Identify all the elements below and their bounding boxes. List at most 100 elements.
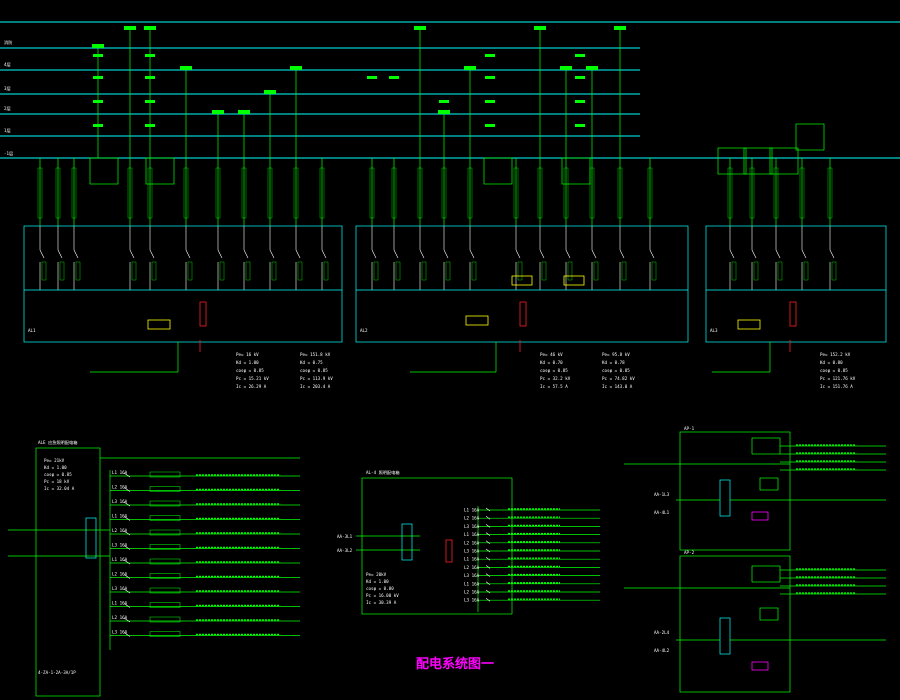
bus-tap-tag — [290, 66, 302, 70]
circuit-label: L1 16A — [112, 514, 128, 519]
total-line: Kd = 0.75 — [300, 360, 323, 365]
breaker-tag — [803, 261, 809, 281]
total-line: Ic = 151.76 A — [820, 384, 853, 389]
breaker-tag — [395, 261, 401, 281]
switch-blade — [39, 249, 45, 259]
riser-cable-tag — [241, 167, 247, 219]
total-line: Ic = 26.29 A — [236, 384, 267, 389]
switch-blade — [73, 249, 79, 259]
motor-starter — [751, 565, 781, 583]
switch-blade — [149, 249, 155, 259]
circuit-label: L3 16A — [464, 524, 480, 529]
breaker-tag — [271, 261, 277, 281]
schedule-total: Pe= 21kV — [44, 458, 65, 463]
schedule-a: ALE 应急照明配电箱 Pe= 21kV Kd = 1.00 cosφ = 0.… — [8, 439, 300, 697]
riser-cable-tag — [267, 167, 273, 219]
switch-blade — [321, 249, 327, 259]
circuit-label: L3 16A — [112, 586, 128, 591]
meter-icon — [147, 319, 171, 330]
riser-cable-tag — [799, 167, 805, 219]
switch-blade — [485, 573, 491, 577]
panel-boxes — [23, 225, 887, 343]
schedule-total: cosφ = 0.85 — [44, 472, 72, 477]
circuit-device — [149, 544, 181, 550]
bus-tap-tag — [485, 76, 495, 79]
motor-starter — [751, 437, 781, 455]
bus-tap-tag — [575, 54, 585, 57]
switch-blade — [485, 532, 491, 536]
riser-cable-tag — [589, 167, 595, 219]
total-line: Pc = 74.82 kV — [602, 376, 635, 381]
switch-blade — [123, 559, 131, 565]
bus-tap-tag — [575, 124, 585, 127]
switch-blade — [295, 249, 301, 259]
schedule-header: ALE 应急照明配电箱 — [38, 439, 77, 446]
switch-blade — [419, 249, 425, 259]
circuit-device — [149, 602, 181, 608]
switch-blade — [485, 524, 491, 528]
motor-input-label: AA-4L2 — [654, 648, 670, 653]
motor-lines — [624, 444, 886, 641]
total-line: cosφ = 0.85 — [236, 368, 264, 373]
breaker-tag — [731, 261, 737, 281]
switch-blade — [829, 249, 835, 259]
bus-tap-tag — [212, 110, 224, 114]
circuit-label: L2 16A — [464, 516, 480, 521]
schedule-device — [401, 523, 413, 561]
switch-blade — [485, 565, 491, 569]
bus-tap-tag — [485, 100, 495, 103]
panel-box-al1 — [23, 225, 343, 343]
bus-tap-tag — [575, 100, 585, 103]
schedule-input-label: AA-3L1 — [337, 534, 353, 539]
switch-blade — [123, 545, 131, 550]
switch-blade — [123, 472, 131, 478]
riser-cable-tag — [513, 167, 519, 219]
incoming-feeders — [90, 340, 791, 373]
load-info-box — [743, 147, 773, 175]
motor-input-label: AA-1L3 — [654, 492, 670, 497]
circuit-device — [149, 558, 181, 565]
circuit-label: L2 16A — [464, 540, 480, 545]
schedule-input-label: AA-3L2 — [337, 548, 353, 553]
bus-label: 3层 — [4, 86, 11, 92]
riser-cable-tag — [391, 167, 397, 219]
circuit-label: L3 16A — [464, 598, 480, 603]
bus-label: 消防 — [4, 39, 12, 46]
motor-panel-box — [679, 555, 791, 693]
panel-box-al3 — [705, 225, 887, 343]
bus-tap-tag — [414, 26, 426, 30]
switch-blade — [801, 249, 807, 259]
total-line: Ic = 203.4 A — [300, 384, 331, 389]
switch-blade — [217, 249, 223, 259]
circuit-device — [149, 587, 181, 594]
bus-tap-tag — [144, 26, 156, 30]
schedule-box — [361, 477, 513, 615]
breaker-tag — [151, 261, 157, 281]
motor-panel-name: AP-2 — [684, 550, 695, 555]
riser-cable-tag — [127, 167, 133, 219]
total-line: Kd = 1.00 — [236, 360, 259, 365]
circuit-label: L1 16A — [464, 532, 480, 537]
bus-tap-tag — [145, 100, 155, 103]
circuit-label: L1 16A — [464, 557, 480, 562]
riser-cable-tag — [617, 167, 623, 219]
schedule-total: cosφ = 0.80 — [366, 586, 394, 591]
breaker-tag — [593, 261, 599, 281]
switch-blade — [393, 249, 399, 259]
circuit-label: L2 16A — [112, 528, 128, 533]
riser-cable-tag — [55, 167, 61, 219]
bus-tap-tag — [586, 66, 598, 70]
riser-cable-tag — [37, 167, 43, 219]
breaker-tag — [373, 261, 379, 281]
motor-relay — [751, 511, 769, 521]
circuit-label: L3 16A — [464, 573, 480, 578]
bus-tap-tag — [534, 26, 546, 30]
circuit-label: L1 16A — [464, 581, 480, 586]
total-line: Pc = 32.2 kV — [540, 376, 571, 381]
bus-label: -1层 — [4, 151, 13, 157]
schedule-header: AL-4 照明配电箱 — [366, 469, 400, 476]
switch-blade — [469, 249, 475, 259]
bus-tap-tag — [92, 44, 104, 48]
riser-cable-tag — [563, 167, 569, 219]
switch-blade — [485, 556, 491, 561]
